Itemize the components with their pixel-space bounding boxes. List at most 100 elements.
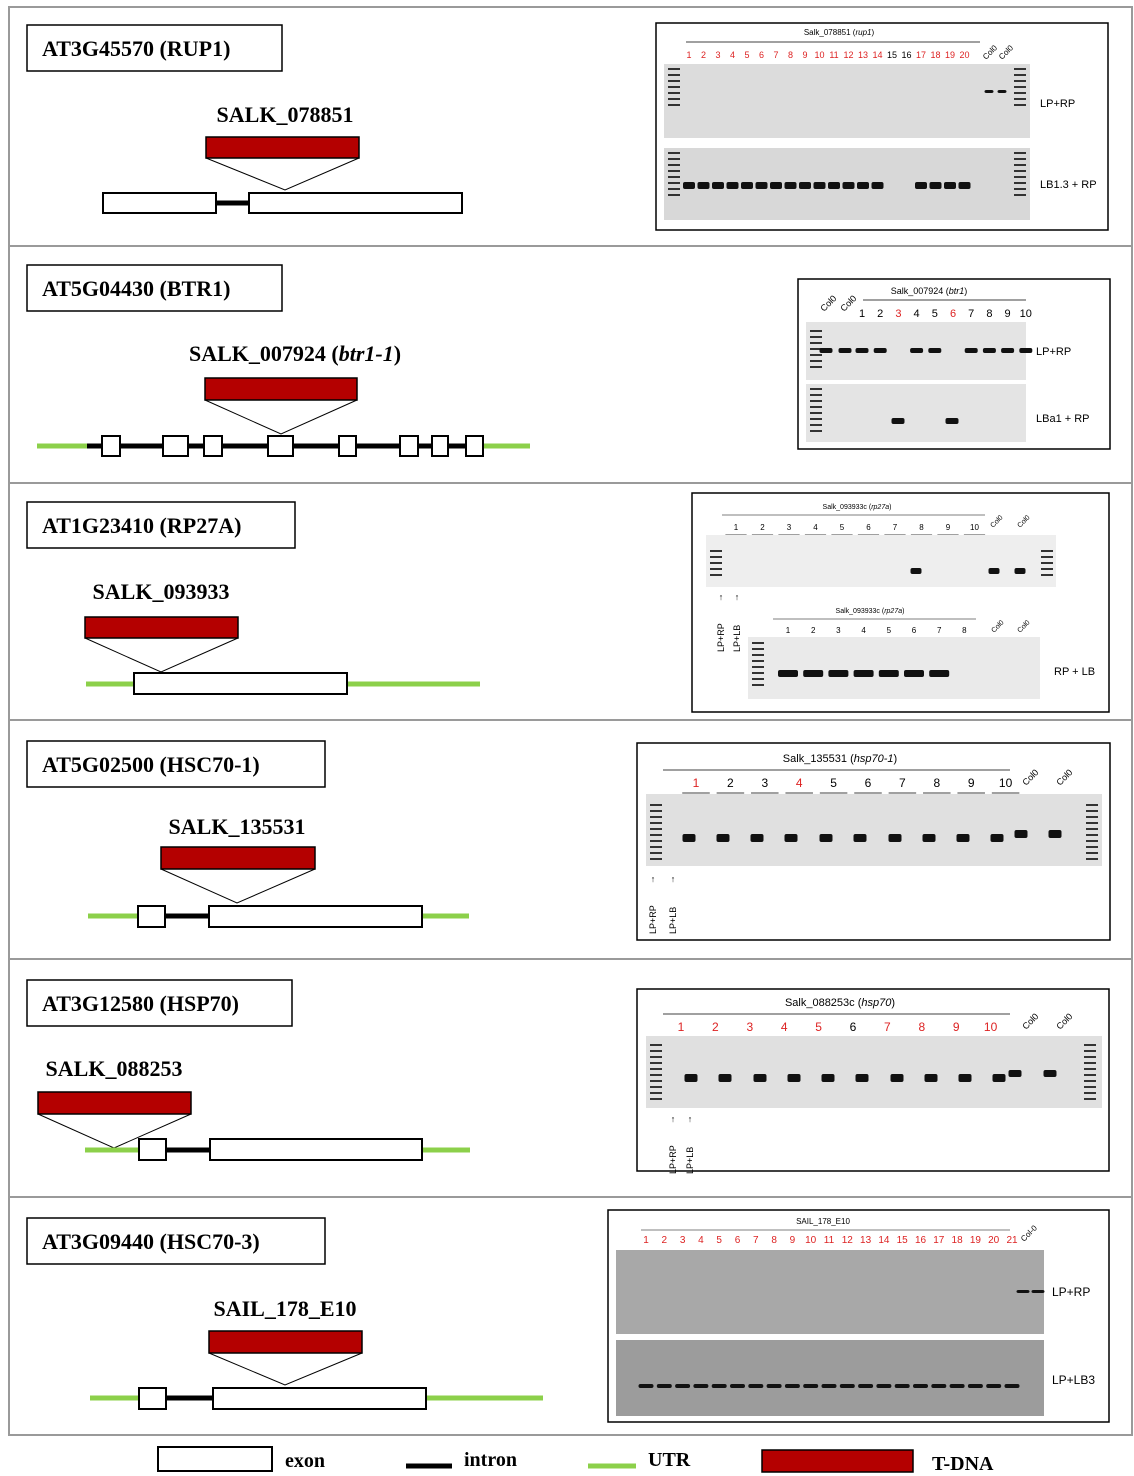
exon	[138, 1387, 167, 1410]
arrow-label: LP+RP	[716, 623, 726, 652]
gel-band	[915, 182, 927, 189]
ladder-band	[810, 388, 822, 390]
lane-arrows: ↑LP+RP↑LP+LB	[668, 1114, 695, 1174]
lane-label: 3	[895, 308, 901, 320]
lane-label: 13	[858, 50, 868, 60]
primer-label: LP+RP	[1036, 346, 1071, 358]
ladder-band	[668, 92, 680, 94]
insertion-site-lines	[204, 399, 358, 435]
arrow-glyph: ↑	[719, 592, 724, 602]
lane-label: 2	[877, 308, 883, 320]
primer-label: LP+RP	[1040, 98, 1075, 110]
ladder-band	[1086, 810, 1098, 812]
ladder-band	[710, 562, 722, 564]
lane-label: 6	[865, 776, 872, 790]
ladder-band	[810, 330, 822, 332]
ladder-band	[1084, 1080, 1096, 1082]
primer-label: LBa1 + RP	[1036, 413, 1090, 425]
lane-label: 18	[952, 1235, 964, 1246]
gel-band	[956, 834, 970, 842]
panel-rp27a: AT1G23410 (RP27A) SALK_093933 Salk_09393…	[26, 492, 1110, 713]
ladder-band	[1084, 1062, 1096, 1064]
gel-bands	[668, 68, 1026, 196]
lane-label: 3	[715, 50, 720, 60]
gel-band	[878, 670, 899, 677]
lane-label: 5	[830, 776, 837, 790]
gel-band	[855, 348, 869, 353]
gene-box	[26, 1217, 326, 1265]
arrow-glyph: ↑	[688, 1114, 693, 1124]
ladder-band	[668, 182, 680, 184]
lane-label: 1	[686, 50, 691, 60]
gel-band	[839, 1384, 855, 1388]
ladder-band	[710, 568, 722, 570]
insertion-label: SAIL_178_E10	[213, 1296, 356, 1321]
gel-band	[697, 182, 710, 189]
ladder-band	[668, 158, 680, 160]
gene-name: AT1G23410 (RP27A)	[42, 513, 241, 538]
gel-band	[803, 670, 824, 677]
ladder-band	[810, 366, 822, 368]
gel-band	[944, 182, 956, 189]
ladder-band	[810, 424, 822, 426]
exon	[138, 1138, 167, 1161]
lane-label: 2	[712, 1020, 719, 1034]
gene-box	[26, 740, 326, 788]
gel-band	[982, 348, 996, 353]
gel-band	[821, 1384, 837, 1388]
gel-band	[988, 568, 1000, 574]
gel-bands	[710, 550, 1053, 686]
ladder-band	[650, 1044, 662, 1046]
ladder-band	[1041, 574, 1053, 576]
gel-bands	[650, 1044, 1096, 1100]
gel-band	[857, 182, 869, 189]
gel-image	[646, 794, 1102, 866]
lane-label: 6	[759, 50, 764, 60]
gel-title: Salk_088253c (hsp70)	[785, 997, 895, 1009]
gel-image	[646, 1036, 1102, 1108]
gel-band	[1001, 348, 1015, 353]
gel-band	[716, 834, 730, 842]
ladder-band	[1084, 1098, 1096, 1100]
arrow-label: LP+RP	[668, 1145, 678, 1174]
ladder-band	[650, 816, 662, 818]
tdna-insertion	[208, 1330, 363, 1354]
gel-band	[984, 90, 994, 93]
ladder-band	[650, 846, 662, 848]
gel-band	[924, 1074, 938, 1082]
lane-label: 6	[912, 626, 917, 635]
gel-band	[1014, 830, 1028, 838]
gel-band	[753, 1074, 767, 1082]
ladder-band	[752, 654, 764, 656]
gel-band	[990, 834, 1004, 842]
lane-label: 13	[860, 1235, 872, 1246]
arrow-label: LP+LB	[685, 1147, 695, 1174]
gel-band	[828, 182, 840, 189]
gel-band	[819, 348, 833, 353]
gel-bands	[650, 804, 1098, 860]
lane-label: 3	[761, 776, 768, 790]
ladder-band	[668, 80, 680, 82]
gel-title: Salk_007924 (btr1)	[891, 286, 968, 296]
ladder-band	[668, 176, 680, 178]
gel-band	[928, 348, 942, 353]
gel-band	[894, 1384, 910, 1388]
gel-band	[891, 418, 905, 424]
gel-band	[967, 1384, 983, 1388]
ladder-band	[1014, 158, 1026, 160]
lane-label: 7	[968, 308, 974, 320]
ladder-band	[810, 400, 822, 402]
legend-tdna-swatch	[761, 1449, 914, 1473]
arrow-label: LP+LB	[732, 625, 742, 652]
gel-band	[1048, 830, 1062, 838]
ladder-band	[668, 164, 680, 166]
ladder-band	[810, 394, 822, 396]
lane-label: 5	[887, 626, 892, 635]
lane-label: 2	[760, 523, 765, 532]
ladder-band	[650, 1068, 662, 1070]
lane-label: 9	[953, 1020, 960, 1034]
gel-band	[910, 568, 922, 574]
